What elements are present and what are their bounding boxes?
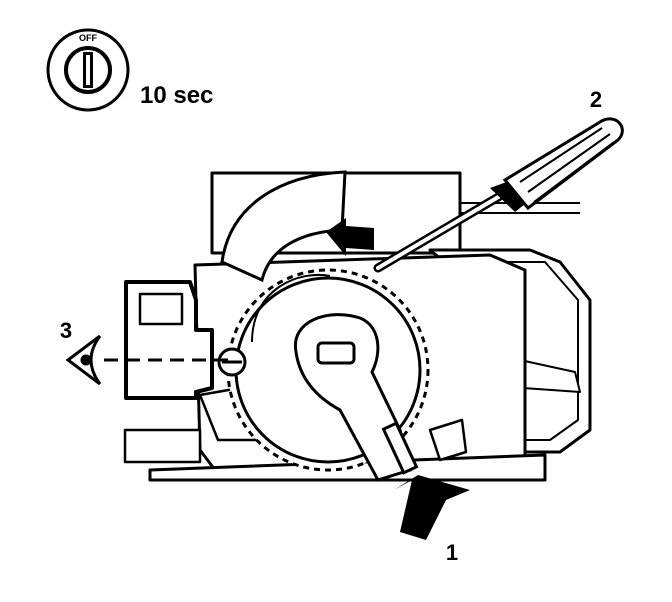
ignition-key-icon: [46, 28, 130, 112]
throttle-cam: [220, 170, 347, 283]
key-position-label: OFF: [79, 33, 97, 43]
stop-screw: [381, 421, 419, 475]
callout-3-label: 3: [60, 318, 72, 343]
callout-1-label: 1: [446, 540, 458, 565]
callout-2-label: 2: [590, 87, 602, 112]
lever-slot: [316, 341, 356, 365]
rotation-arrow-icon: [326, 218, 374, 256]
duration-label: 10 sec: [140, 82, 213, 109]
screwdriver-icon: [373, 117, 624, 273]
push-arrow-icon: [394, 475, 470, 540]
adjustment-screw-icon: [217, 347, 247, 377]
eye-icon: [65, 334, 102, 386]
sensor-connector: [124, 280, 214, 400]
